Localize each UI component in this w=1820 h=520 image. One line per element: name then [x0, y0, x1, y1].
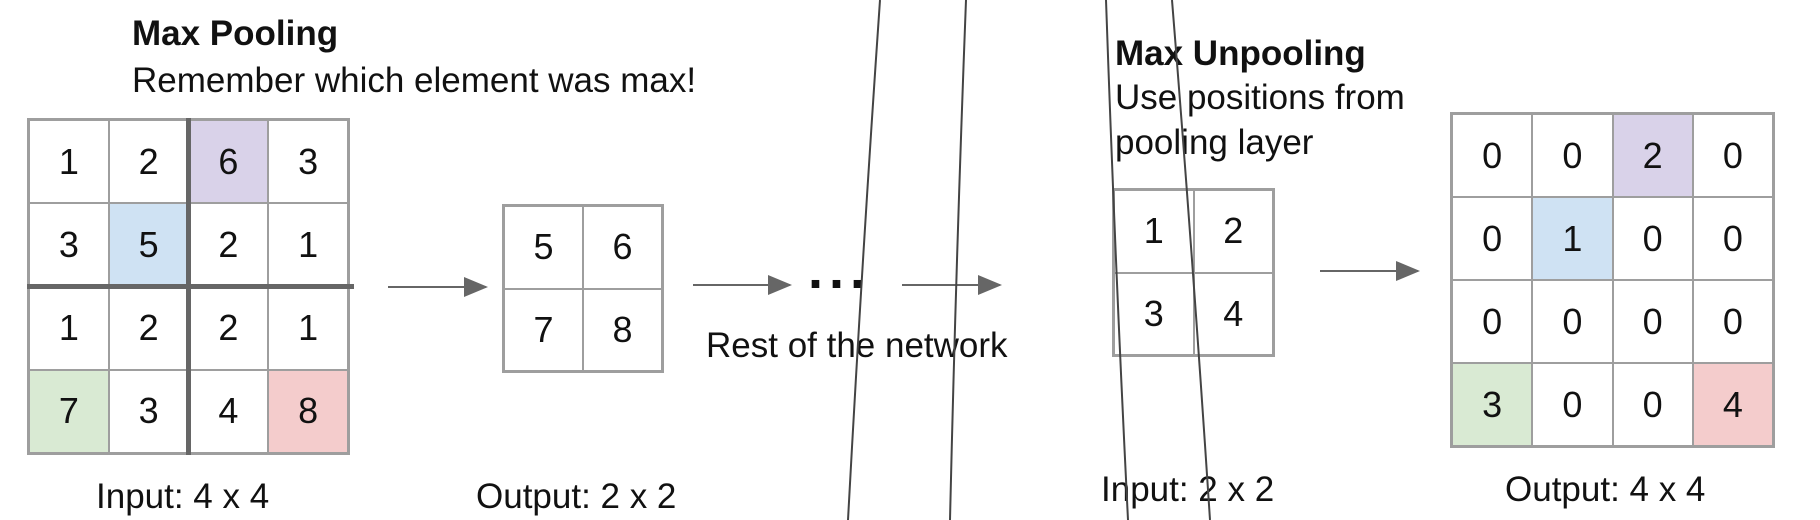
grid-cell: 0 — [1452, 280, 1533, 363]
grid-cell: 0 — [1452, 197, 1533, 280]
separator-curve-1 — [847, 0, 881, 520]
grid-cell: 7 — [504, 288, 583, 371]
pooling-input-caption: Input: 4 x 4 — [96, 477, 270, 516]
pooling-subtitle: Remember which element was max! — [132, 61, 697, 100]
grid-cell: 0 — [1612, 363, 1693, 446]
grid-cell: 4 — [1692, 363, 1773, 446]
grid-cell: 0 — [1532, 363, 1613, 446]
grid-cell: 6 — [188, 120, 269, 204]
grid-cell: 8 — [268, 369, 348, 453]
unpooling-title: Max Unpooling — [1115, 34, 1366, 73]
grid-cell: 5 — [108, 203, 189, 287]
grid-cell: 0 — [1532, 280, 1613, 363]
separator-curve-3 — [1105, 0, 1129, 520]
grid-cell: 8 — [583, 288, 662, 371]
grid-cell: 4 — [1193, 272, 1273, 355]
grid-cell: 0 — [1612, 280, 1693, 363]
separator-curve-4 — [1171, 0, 1211, 520]
grid-cell: 2 — [1612, 114, 1693, 197]
grid-cell: 6 — [583, 206, 662, 289]
unpooling-input-caption: Input: 2 x 2 — [1101, 470, 1275, 509]
grid-cell: 1 — [1532, 197, 1613, 280]
grid-cell: 1 — [29, 120, 109, 204]
unpooling-subtitle-line1: Use positions from — [1115, 78, 1405, 117]
pooling-title: Max Pooling — [132, 14, 339, 53]
unpooling-output-caption: Output: 4 x 4 — [1505, 470, 1706, 509]
grid-cell: 0 — [1692, 280, 1773, 363]
grid-cell: 7 — [29, 369, 109, 453]
unpooling-subtitle-line2: pooling layer — [1115, 123, 1314, 162]
grid-cell: 0 — [1692, 197, 1773, 280]
grid-cell: 0 — [1692, 114, 1773, 197]
network-ellipsis: ... — [808, 240, 872, 300]
grid-cell: 5 — [504, 206, 583, 289]
grid-cell: 2 — [1193, 190, 1273, 273]
pooling-horizontal-divider — [27, 284, 354, 289]
separator-curve-2 — [949, 0, 967, 520]
grid-cell: 3 — [1452, 363, 1533, 446]
pooling-output-caption: Output: 2 x 2 — [476, 477, 677, 516]
grid-cell: 0 — [1612, 197, 1693, 280]
grid-cell: 3 — [268, 120, 348, 204]
grid-cell: 3 — [1114, 272, 1194, 355]
grid-cell: 0 — [1532, 114, 1613, 197]
grid-cell: 0 — [1452, 114, 1533, 197]
